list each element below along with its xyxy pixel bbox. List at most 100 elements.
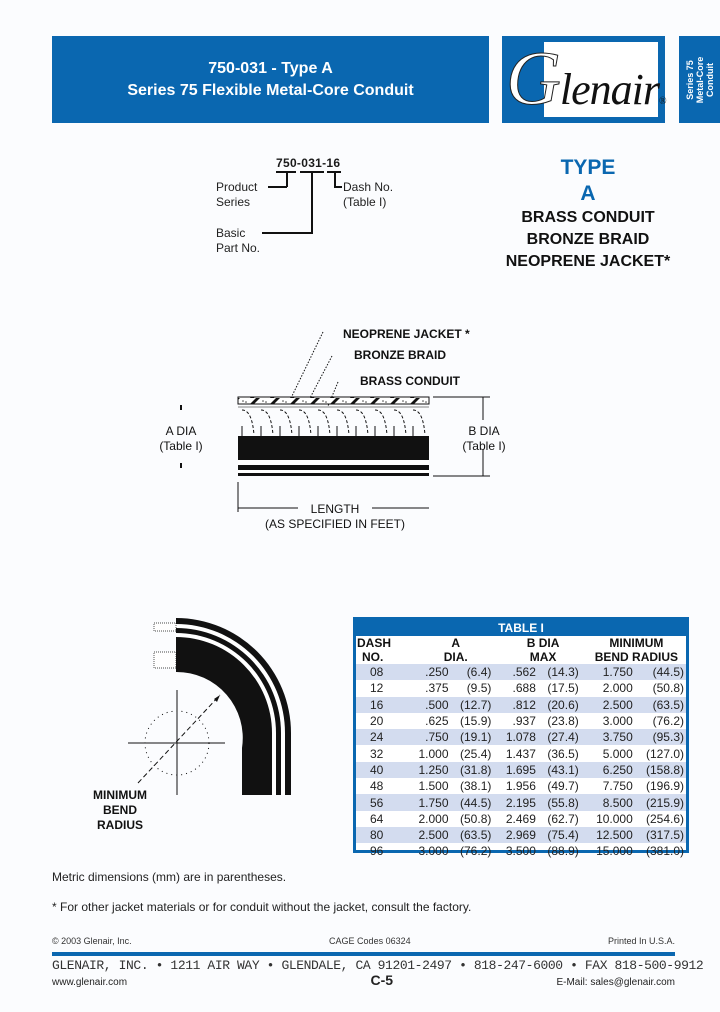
callout-bronze-braid: BRONZE BRAID [354, 348, 446, 362]
dash-cell: 64 [370, 811, 384, 826]
a-dia-cell: 1.250 [412, 761, 453, 779]
a-dia-mm-cell: (50.8) [460, 811, 492, 826]
a-dia-mm-cell: (9.5) [466, 681, 492, 696]
type-letter: A [580, 182, 596, 205]
table-row: 24.750(19.1)1.078(27.4)3.750(95.3) [356, 729, 686, 746]
a-dia-mm-cell: (19.1) [452, 729, 500, 746]
b-dia-cell: 1.956 [505, 779, 536, 794]
cage-codes: CAGE Codes 06324 [329, 936, 411, 946]
copyright: © 2003 Glenair, Inc. [52, 936, 132, 946]
side-tab-line: Series 75 [684, 59, 695, 100]
col-header-b: B DIA [526, 636, 560, 650]
col-header-bend: MINIMUM [609, 636, 664, 650]
a-dia-mm-cell: (31.8) [452, 761, 500, 779]
bend-radius-mm-cell: (44.5) [636, 664, 686, 681]
a-dia-cell: 2.500 [412, 826, 453, 844]
b-dia-cell: 2.469 [505, 811, 536, 826]
callout-neoprene-jacket: NEOPRENE JACKET * [343, 327, 470, 341]
a-dia-cell: 1.750 [412, 794, 453, 811]
col-header-bend-sub: BEND RADIUS [594, 650, 679, 664]
dimension-table: TABLE I DASH A B DIA MINIMUM NO. DIA. MA… [353, 617, 689, 858]
dash-cell: 20 [370, 714, 384, 729]
a-dia-mm-cell: (63.5) [452, 826, 500, 844]
b-dia-mm-cell: (36.5) [547, 746, 579, 761]
section-side-tab: Series 75 Metal-Core Conduit [679, 36, 720, 123]
company-address: GLENAIR, INC. • 1211 AIR WAY • GLENDALE,… [52, 958, 704, 973]
a-dia-mm-cell: (38.1) [460, 779, 492, 794]
b-dia-mm-cell: (27.4) [539, 729, 587, 746]
a-dia-cell: 3.000 [418, 844, 449, 859]
a-dia-label: A DIA (Table I) [159, 424, 203, 453]
bend-radius-cell: 1.750 [586, 664, 637, 681]
material-line: BRASS CONDUIT [521, 209, 655, 226]
bend-radius-cell: 12.500 [586, 826, 637, 844]
conduit-section-diagram: NEOPRENE JACKET * BRONZE BRAID BRASS CON… [150, 320, 530, 540]
footer-bottom: www.glenair.com C-5 E-Mail: sales@glenai… [52, 972, 675, 988]
b-dia-mm-cell: (88.9) [547, 844, 579, 859]
bend-radius-cell: 8.500 [586, 794, 637, 811]
part-number-example: 750-031-16 [276, 156, 341, 170]
bend-radius-cell: 3.000 [602, 714, 633, 729]
b-dia-mm-cell: (14.3) [539, 664, 587, 681]
a-dia-mm-cell: (12.7) [452, 696, 500, 713]
bend-radius-mm-cell: (381.0) [645, 844, 684, 859]
material-line: NEOPRENE JACKET* [505, 253, 671, 270]
bend-radius-mm-cell: (317.5) [636, 826, 686, 844]
bend-drawing [128, 618, 291, 795]
a-dia-cell: .625 [425, 714, 449, 729]
b-dia-mm-cell: (75.4) [539, 826, 587, 844]
bend-radius-mm-cell: (76.2) [652, 714, 684, 729]
material-line: BRONZE BRAID [526, 231, 650, 248]
page-title: 750-031 - Type A [208, 59, 333, 77]
bend-radius-mm-cell: (158.8) [636, 761, 686, 779]
a-dia-cell: .500 [412, 696, 453, 713]
b-dia-cell: 1.695 [499, 761, 540, 779]
bend-radius-cell: 3.750 [586, 729, 637, 746]
notes: Metric dimensions (mm) are in parenthese… [52, 870, 471, 914]
table-grid: DASH A B DIA MINIMUM NO. DIA. MAX BEND R… [356, 636, 686, 860]
a-dia-mm-cell: (25.4) [460, 746, 492, 761]
bend-radius-cell: 10.000 [596, 811, 633, 826]
a-dia-cell: 2.000 [418, 811, 449, 826]
dash-cell: 12 [370, 681, 384, 696]
bend-radius-mm-cell: (254.6) [645, 811, 684, 826]
a-dia-cell: 1.000 [418, 746, 449, 761]
a-dia-mm-cell: (6.4) [452, 664, 500, 681]
b-dia-cell: 1.437 [505, 746, 536, 761]
website-link[interactable]: www.glenair.com [52, 977, 128, 988]
bend-radius-mm-cell: (127.0) [645, 746, 684, 761]
a-dia-mm-cell: (15.9) [460, 714, 492, 729]
side-tab-line: Metal-Core [694, 56, 705, 103]
b-dia-cell: 2.195 [499, 794, 540, 811]
col-header-dash-sub: NO. [362, 650, 384, 664]
col-header-dash: DASH [357, 636, 392, 650]
col-header-a: A [451, 636, 461, 650]
dash-cell: 48 [370, 779, 384, 794]
b-dia-mm-cell: (43.1) [539, 761, 587, 779]
bend-radius-mm-cell: (50.8) [652, 681, 684, 696]
page-number: C-5 [370, 972, 394, 988]
b-dia-label: B DIA (Table I) [462, 424, 506, 453]
b-dia-mm-cell: (17.5) [547, 681, 579, 696]
dash-cell: 24 [356, 729, 412, 746]
title-banner: 750-031 - Type A Series 75 Flexible Meta… [52, 36, 489, 123]
b-dia-cell: 1.078 [499, 729, 540, 746]
b-dia-mm-cell: (49.7) [547, 779, 579, 794]
a-dia-mm-cell: (76.2) [460, 844, 492, 859]
email-link[interactable]: E-Mail: sales@glenair.com [556, 977, 675, 988]
b-dia-cell: .937 [512, 714, 536, 729]
dash-cell: 40 [356, 761, 412, 779]
a-dia-mm-cell: (44.5) [452, 794, 500, 811]
bend-radius-cell: 6.250 [586, 761, 637, 779]
bend-radius-mm-cell: (215.9) [636, 794, 686, 811]
callout-brass-conduit: BRASS CONDUIT [360, 374, 461, 388]
dash-cell: 32 [370, 746, 384, 761]
b-dia-cell: .812 [499, 696, 540, 713]
table-row: 08.250(6.4).562(14.3)1.750(44.5) [356, 664, 686, 681]
